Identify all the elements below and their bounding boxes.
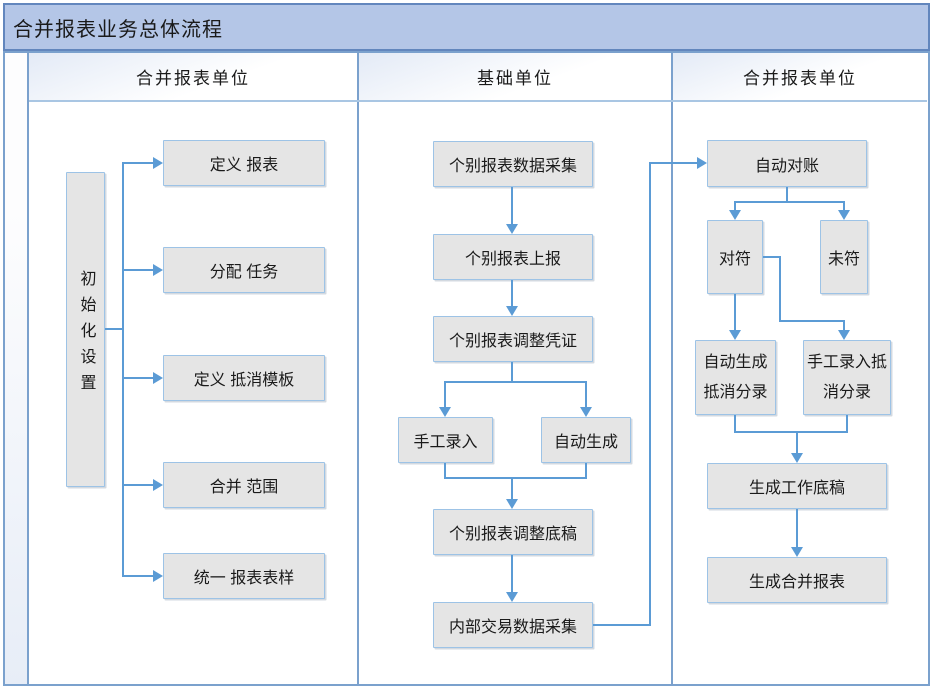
node-manual-elimination-entries: 手工录入抵消分录 xyxy=(803,340,891,415)
node-generate-working-paper: 生成工作底稿 xyxy=(707,463,887,509)
node-assign-tasks: 分配 任务 xyxy=(163,247,325,293)
arrowhead-unified-format xyxy=(153,570,163,582)
connector-split-to-unmatched xyxy=(843,201,845,210)
arrowhead-adjustment-draft xyxy=(506,499,518,509)
arrowhead-define-report xyxy=(153,157,163,169)
diagram-title-bar: 合并报表业务总体流程 xyxy=(3,3,930,51)
node-individual-submission: 个别报表上报 xyxy=(433,234,593,280)
connector-to-consolidation-scope xyxy=(124,484,153,486)
arrowhead-consolidation-scope xyxy=(153,479,163,491)
connector-to-unified-format xyxy=(124,575,153,577)
connector-matched-side-stub xyxy=(763,256,781,258)
arrowhead-submit xyxy=(506,224,518,234)
lane-header-right: 合并报表单位 xyxy=(673,53,927,100)
lane-header-middle: 基础单位 xyxy=(359,53,671,100)
connector-to-define-report xyxy=(124,162,153,164)
connector-merge-bar xyxy=(444,477,587,479)
node-unmatched: 未符 xyxy=(820,220,868,294)
connector-matched-to-auto-elim xyxy=(734,294,736,330)
connector-matched-side-run xyxy=(779,320,845,322)
connector-voucher-split-stem xyxy=(511,362,513,383)
connector-elim-merge-bar xyxy=(734,431,848,433)
arrowhead-internal-collection xyxy=(506,592,518,602)
lane-divider-2 xyxy=(671,51,673,686)
node-matched: 对符 xyxy=(707,220,763,294)
node-init-settings: 初始化设置 xyxy=(66,172,105,487)
lane-header-right-label: 合并报表单位 xyxy=(743,69,857,88)
node-auto-reconciliation: 自动对账 xyxy=(707,140,867,187)
lane-header-left-label: 合并报表单位 xyxy=(136,69,250,88)
node-auto-generate: 自动生成 xyxy=(541,417,631,463)
phase-strip xyxy=(5,53,27,684)
connector-feedback-top xyxy=(649,162,697,164)
connector-recon-split-stem xyxy=(786,187,788,203)
connector-to-elimination-template xyxy=(124,377,153,379)
node-manual-entry: 手工录入 xyxy=(398,417,493,463)
connector-split-to-auto xyxy=(585,381,587,407)
arrowhead-auto-reconciliation xyxy=(697,157,707,169)
connector-merge-to-working-paper xyxy=(796,431,798,453)
node-consolidation-scope: 合并 范围 xyxy=(163,462,325,508)
connector-to-assign-tasks xyxy=(124,269,153,271)
arrowhead-unmatched xyxy=(838,210,850,220)
arrowhead-matched xyxy=(729,210,741,220)
arrowhead-voucher xyxy=(506,306,518,316)
arrowhead-auto-elimination xyxy=(729,330,741,340)
lane-header-underline xyxy=(29,100,927,102)
connector-init-stub xyxy=(105,328,124,330)
connector-voucher-split-bar xyxy=(444,381,587,383)
connector-submit-to-voucher xyxy=(511,280,513,306)
arrowhead-auto-generate xyxy=(580,407,592,417)
connector-merge-to-draft xyxy=(511,477,513,499)
node-individual-adjustment-draft: 个别报表调整底稿 xyxy=(433,509,593,555)
arrowhead-manual-entry xyxy=(439,407,451,417)
arrowhead-manual-elimination xyxy=(838,330,850,340)
connector-split-to-matched xyxy=(734,201,736,210)
connector-collect-to-submit xyxy=(511,187,513,224)
lane-header-left: 合并报表单位 xyxy=(29,53,357,100)
diagram-title: 合并报表业务总体流程 xyxy=(13,18,223,41)
connector-feedback-riser xyxy=(649,162,651,626)
node-unified-report-format: 统一 报表表样 xyxy=(163,553,325,599)
connector-init-trunk xyxy=(122,162,124,577)
lane-divider-1 xyxy=(357,51,359,686)
connector-working-paper-to-report xyxy=(796,509,798,547)
connector-auto-merge xyxy=(585,463,587,479)
arrowhead-assign-tasks xyxy=(153,264,163,276)
connector-feedback-bottom xyxy=(593,624,651,626)
connector-manual-merge xyxy=(444,463,446,479)
connector-draft-to-internal xyxy=(511,555,513,592)
connector-split-to-manual xyxy=(444,381,446,407)
lane-header-middle-label: 基础单位 xyxy=(477,69,553,88)
arrowhead-elimination-template xyxy=(153,372,163,384)
node-internal-transaction-collection: 内部交易数据采集 xyxy=(433,602,593,648)
swimlane-frame xyxy=(3,51,930,686)
connector-to-manual-elim xyxy=(843,320,845,330)
connector-auto-elim-merge xyxy=(734,415,736,433)
node-individual-data-collection: 个别报表数据采集 xyxy=(433,141,593,187)
connector-matched-side-drop xyxy=(779,256,781,322)
arrowhead-working-paper xyxy=(791,453,803,463)
strip-divider xyxy=(27,51,29,686)
arrowhead-consolidated-report xyxy=(791,547,803,557)
connector-recon-split-bar xyxy=(734,201,845,203)
node-define-report: 定义 报表 xyxy=(163,140,325,186)
node-auto-elimination-entries: 自动生成抵消分录 xyxy=(695,340,776,415)
node-generate-consolidated-report: 生成合并报表 xyxy=(707,557,887,603)
connector-manual-elim-merge xyxy=(846,415,848,433)
node-individual-adjustment-voucher: 个别报表调整凭证 xyxy=(433,316,593,362)
node-define-elimination-template: 定义 抵消模板 xyxy=(163,355,325,401)
